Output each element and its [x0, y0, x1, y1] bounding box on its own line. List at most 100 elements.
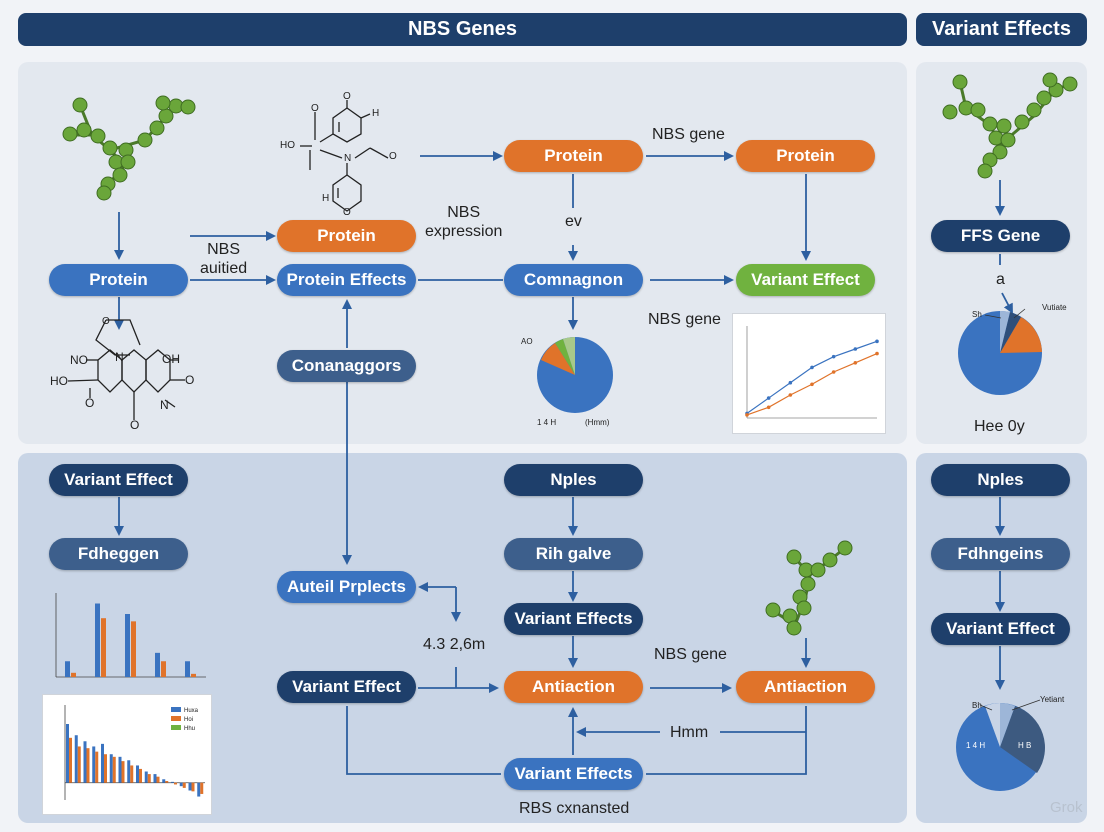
legend-label: Huxa: [184, 708, 199, 714]
node-variant-effects-bottom[interactable]: Variant Effects: [504, 758, 643, 790]
pie-side-bottom-label-r: Yetiant: [1040, 695, 1065, 704]
label-nbs-expression: NBS expression: [425, 204, 503, 240]
bar: [155, 652, 160, 677]
bar: [130, 765, 134, 783]
arrow: [1001, 292, 1013, 314]
data-point: [745, 413, 749, 417]
bar: [69, 737, 72, 783]
chem-bottom-oh: OH: [162, 352, 180, 366]
chem-bottom-ho: HO: [50, 374, 68, 388]
bar: [156, 776, 160, 783]
bar: [125, 614, 130, 677]
pie-side-top-label-r: Vutiate: [1042, 303, 1067, 312]
node-conanaggors[interactable]: Conanaggors: [277, 350, 416, 382]
series-line: [746, 340, 878, 414]
molecule-side-top-atoms: [942, 72, 1078, 179]
chem-bottom-o4: O: [102, 316, 110, 327]
label-hee-oy: Hee 0y: [974, 418, 1025, 435]
connector: [346, 706, 501, 775]
node-variant-effect-side[interactable]: Variant Effect: [931, 613, 1070, 645]
data-point: [853, 361, 858, 365]
node-fdheggen[interactable]: Fdheggen: [49, 538, 188, 570]
label-nbs-gene-bottom: NBS gene: [654, 646, 727, 663]
bar: [77, 746, 81, 783]
node-protein-effects[interactable]: Protein Effects: [277, 264, 416, 296]
node-auteil-prplects[interactable]: Auteil Prplects: [277, 571, 416, 603]
chem-top-o1: O: [343, 91, 351, 102]
node-variant-effect-left[interactable]: Variant Effect: [49, 464, 188, 496]
chem-structure-top: [300, 100, 389, 212]
bar: [101, 618, 106, 677]
node-protein-orange-mid[interactable]: Protein: [277, 220, 416, 252]
data-point: [831, 354, 836, 359]
watermark-grok: Grok: [1050, 799, 1083, 816]
bar: [179, 782, 183, 787]
bar: [171, 781, 174, 783]
node-variant-effect-bottom[interactable]: Variant Effect: [277, 671, 416, 703]
chem-top-h2: H: [322, 193, 330, 204]
main-title: NBS Genes: [408, 18, 517, 40]
node-antiaction-1[interactable]: Antiaction: [504, 671, 643, 703]
pie-side-bottom-label-l: Bh: [972, 701, 982, 710]
bar: [95, 751, 99, 783]
node-fdhngeins[interactable]: Fdhngeins: [931, 538, 1070, 570]
bar: [147, 774, 151, 783]
node-protein-orange-top[interactable]: Protein: [504, 140, 643, 172]
node-ffs-gene[interactable]: FFS Gene: [931, 220, 1070, 252]
bar: [162, 779, 166, 783]
data-point: [831, 370, 836, 374]
label-a: a: [996, 271, 1005, 288]
legend-label: Hhu: [184, 726, 195, 732]
label-nbs-gene-top: NBS gene: [652, 126, 725, 143]
node-antiaction-2[interactable]: Antiaction: [736, 671, 875, 703]
chem-top-h: H: [372, 108, 380, 119]
bar: [112, 756, 116, 783]
legend-swatch: [171, 716, 181, 721]
bar: [191, 782, 195, 792]
data-point: [875, 351, 879, 356]
node-comnagnon[interactable]: Comnagnon: [504, 264, 643, 296]
label-hmm: Hmm: [670, 724, 709, 741]
data-point: [810, 365, 814, 370]
chem-top-o3: O: [389, 151, 397, 162]
data-point: [766, 396, 771, 400]
line-chart-box: [732, 313, 886, 434]
connector: [646, 706, 807, 775]
data-point: [810, 382, 814, 387]
pie-mid-label-tl: AO: [521, 337, 533, 346]
molecule-top-left-atoms: [62, 95, 196, 201]
legend-swatch: [171, 725, 181, 730]
pie-mid-label-br: (Hmm): [585, 418, 610, 427]
bar: [182, 782, 186, 788]
label-coord: 4.3 2,6m: [423, 636, 486, 653]
bar: [144, 771, 148, 783]
chem-bottom-n2: N: [160, 398, 169, 412]
node-protein-left[interactable]: Protein: [49, 264, 188, 296]
main-title-bar: NBS Genes: [18, 13, 907, 46]
node-rih-galve[interactable]: Rih galve: [504, 538, 643, 570]
bar: [131, 621, 136, 677]
bar: [191, 673, 196, 677]
bar: [118, 756, 122, 783]
side-title-bar: Variant Effects: [916, 13, 1087, 46]
pie-side-bottom-inner-r: H B: [1018, 741, 1032, 750]
chem-bottom-n1: N: [115, 350, 124, 364]
pie-side-top: [958, 308, 1042, 395]
bar: [165, 781, 169, 783]
bar: [65, 661, 70, 677]
bar: [66, 724, 69, 783]
node-variant-effects-mid[interactable]: Variant Effects: [504, 603, 643, 635]
chem-structure-bottom: [67, 319, 185, 420]
node-variant-effect-green[interactable]: Variant Effect: [736, 264, 875, 296]
bar: [188, 782, 192, 791]
bar-chart-upper: [55, 593, 206, 678]
data-point: [875, 339, 879, 344]
node-protein-orange-right[interactable]: Protein: [736, 140, 875, 172]
node-nples-side[interactable]: Nples: [931, 464, 1070, 496]
pie-mid: [537, 337, 613, 413]
data-point: [766, 405, 771, 410]
node-nples-mid[interactable]: Nples: [504, 464, 643, 496]
pie-mid-label-bl: 1 4 H: [537, 418, 557, 427]
